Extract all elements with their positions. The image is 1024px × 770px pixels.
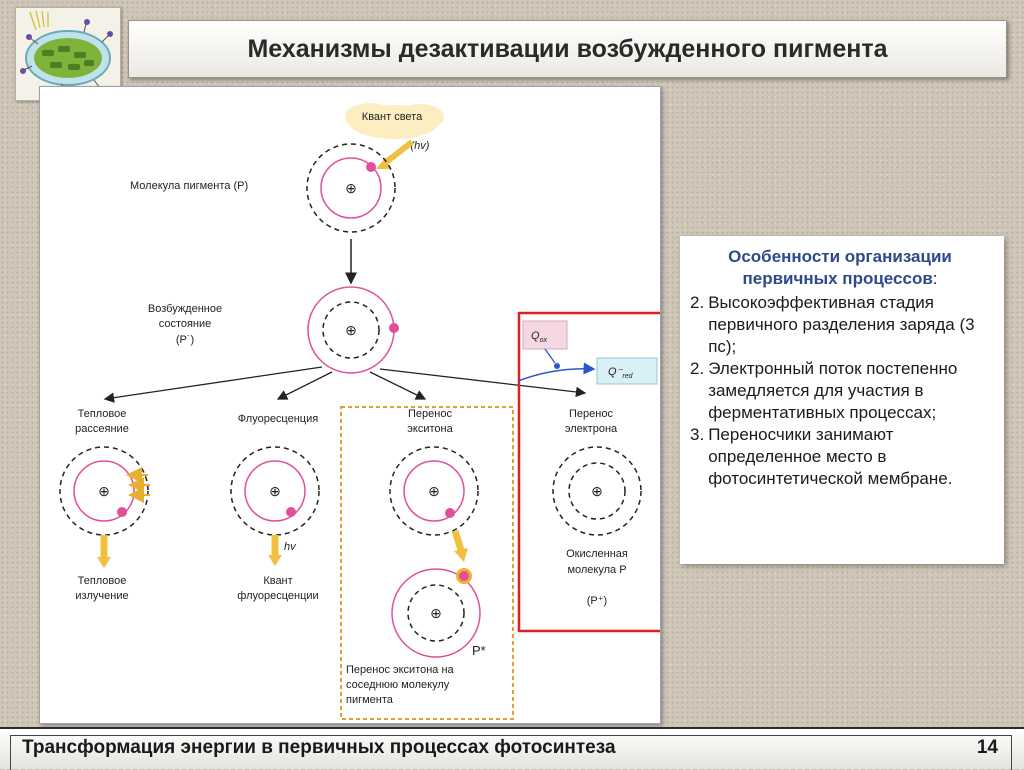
thermal-emission-label-1: Тепловое: [78, 575, 127, 587]
q-red-label: Q⁻red: [608, 366, 634, 380]
info-item: 3.Переносчики занимают определенное мест…: [690, 425, 953, 488]
light-quantum-cloud: Квант света (hv): [345, 103, 444, 169]
fluorescence-hv: hv: [284, 541, 297, 553]
info-item: 2.Высокоэффективная стадия первичного ра…: [690, 293, 975, 356]
title-banner: Механизмы дезактивации возбужденного пиг…: [128, 20, 1007, 78]
p-plus-label: (Р⁺): [587, 595, 607, 607]
hv-label: (hv): [411, 140, 430, 152]
page-title: Механизмы дезактивации возбужденного пиг…: [247, 34, 888, 63]
deactivation-diagram: Квант света (hv) ⊕ Молекула пигмента (Р)…: [39, 86, 661, 724]
q-ox-box: [522, 320, 568, 350]
electron-transfer-highlight: [517, 311, 660, 633]
fluorescence: Флуоресценция ⊕ hv Квант флуоресценции: [230, 413, 320, 602]
thermal-emission-label-2: излучение: [75, 590, 128, 602]
chloroplast-logo: [15, 7, 121, 101]
nucleus-icon: ⊕: [98, 483, 110, 499]
fluor-quantum-label-2: флуоресценции: [237, 590, 318, 602]
footer-bar: Трансформация энергии в первичных процес…: [0, 727, 1024, 770]
footer-title: Трансформация энергии в первичных процес…: [22, 737, 616, 758]
excited-label-1: Возбужденное: [148, 303, 222, 315]
pigment-molecule-label: Молекула пигмента (Р): [130, 180, 248, 192]
thermal-dissipation: Тепловое рассеяние ⊕ Тепловое излучение: [59, 408, 150, 602]
exciton-transfer-label-3: пигмента: [346, 694, 394, 706]
exciton-transfer-label-1: Перенос экситона на: [346, 664, 455, 676]
electron-dot: [459, 571, 469, 581]
electron-flow-arrow: [517, 362, 596, 382]
electron-dot: [389, 323, 399, 333]
nucleus-icon: ⊕: [345, 322, 357, 338]
light-quantum-label: Квант света: [362, 111, 423, 123]
exciton-transfer-label-2: соседнюю молекулу: [346, 679, 450, 691]
exciton-label-1: Перенос: [408, 408, 452, 420]
electron-label-2: электрона: [565, 423, 618, 435]
exciton-transfer: Перенос экситона ⊕ ⊕ P* Перенос экситона…: [340, 406, 514, 720]
info-item: 2.Электронный поток постепенно замедляет…: [690, 359, 958, 422]
chloroplast-icon: [20, 10, 113, 95]
nucleus-icon: ⊕: [345, 180, 357, 196]
exciton-label-2: экситона: [407, 423, 453, 435]
electron-dot: [366, 162, 376, 172]
primary-processes-info: Особенности организации первичных процес…: [680, 236, 1004, 564]
electron-dot: [286, 507, 296, 517]
exciton-dashed-box: [340, 406, 514, 720]
info-heading: Особенности организации первичных процес…: [728, 247, 952, 288]
q-ox-label: Qox: [531, 330, 547, 344]
q-red-box: [596, 357, 658, 385]
p-star-label: P*: [472, 643, 486, 658]
fluorescence-label: Флуоресценция: [238, 413, 318, 425]
excited-label-2: состояние: [159, 318, 212, 330]
pigment-molecule: ⊕ Молекула пигмента (Р): [130, 143, 396, 233]
light-arrow: [383, 139, 414, 166]
fluor-quantum-label-1: Квант: [263, 575, 292, 587]
electron-dot: [445, 508, 455, 518]
heat-arrows: [126, 467, 150, 503]
electron-dot: [117, 507, 127, 517]
electron-label-1: Перенос: [569, 408, 613, 420]
page-number: 14: [976, 737, 998, 758]
nucleus-icon: ⊕: [269, 483, 281, 499]
thermal-label-2: рассеяние: [75, 423, 129, 435]
nucleus-icon: ⊕: [430, 605, 442, 621]
branch-arrows: [103, 366, 587, 403]
oxidized-label-2: молекула Р: [567, 564, 626, 576]
excited-molecule: ⊕ Возбужденное состояние (Р˙): [148, 286, 399, 374]
excited-label-3: (Р˙): [176, 334, 194, 346]
nucleus-icon: ⊕: [428, 483, 440, 499]
thermal-label-1: Тепловое: [78, 408, 127, 420]
oxidized-label-1: Окисленная: [566, 548, 628, 560]
nucleus-icon: ⊕: [591, 483, 603, 499]
electron-transfer: Qox Q⁻red Перенос электрона ⊕ Окисленная…: [517, 311, 660, 633]
